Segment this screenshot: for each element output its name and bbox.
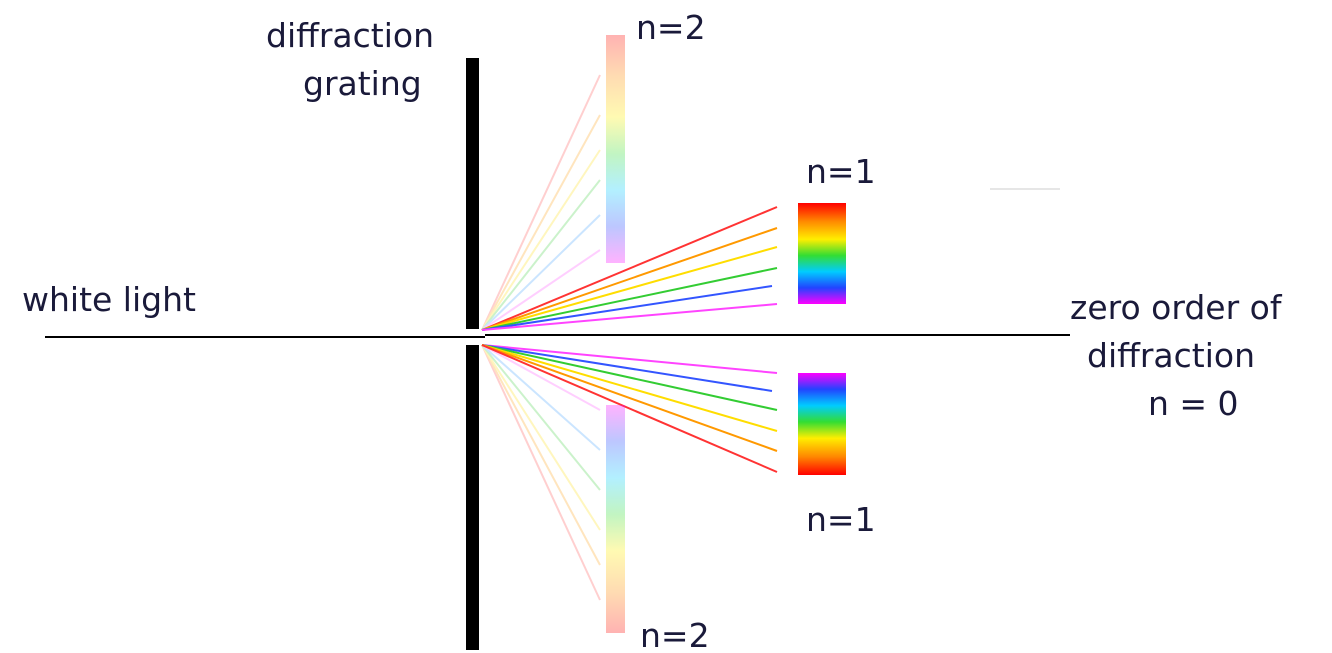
order-n1-upper-label: n=1 [806,152,876,191]
first-order-rays-lower [481,344,778,473]
order-n2-lower-label: n=2 [640,616,710,653]
zero-order-label-line2: diffraction [1087,336,1255,375]
first-order-rays-upper [481,206,778,331]
spectrum-n1-upper [798,203,846,304]
spectrum-n1-lower [798,373,846,475]
spectrum-n2-upper [606,35,625,263]
grating-upper-bar [466,58,479,329]
zero-order-label-line3: n = 0 [1148,384,1239,423]
order-n2-upper-label: n=2 [636,8,706,47]
white-light-label: white light [22,280,196,319]
zero-order-label-line1: zero order of [1070,288,1282,327]
spectrum-n2-lower [606,405,625,633]
second-order-rays-upper [481,74,601,331]
grating-lower-bar [466,345,479,650]
second-order-rays-lower [481,344,601,601]
order-n1-lower-label: n=1 [806,500,876,539]
grating-label-line2: grating [303,64,422,103]
grating-label-line1: diffraction [266,16,434,55]
